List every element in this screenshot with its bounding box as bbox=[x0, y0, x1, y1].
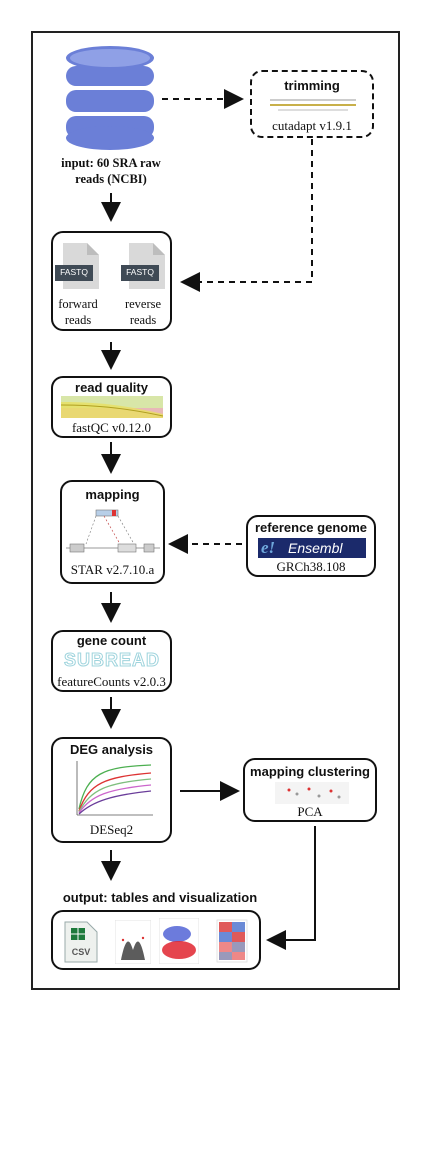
reference-version: GRCh38.108 bbox=[276, 559, 346, 574]
alignment-diagram-icon bbox=[66, 509, 160, 553]
scatter-density-plot-icon bbox=[159, 918, 199, 964]
fastq-badge-forward: FASTQ bbox=[60, 267, 88, 277]
fastq-file-icon-forward bbox=[55, 243, 99, 289]
mapping-box: mapping STAR v2.7.10.a bbox=[60, 480, 165, 584]
pca-scatter-icon bbox=[275, 782, 349, 804]
adapter-trace-icon bbox=[270, 99, 356, 111]
reference-genome-box: reference genome e! Ensembl GRCh38.108 bbox=[246, 515, 376, 577]
gene-count-title: gene count bbox=[76, 633, 147, 648]
input-label-line2: reads (NCBI) bbox=[75, 172, 147, 186]
heatmap-icon bbox=[216, 919, 248, 963]
output-title: output: tables and visualization bbox=[62, 890, 258, 905]
input-label-line1: input: 60 SRA raw bbox=[61, 156, 161, 170]
gene-count-tool: featureCounts v2.0.3 bbox=[57, 674, 166, 689]
forward-reads-label: forward reads bbox=[53, 296, 103, 328]
deg-analysis-title: DEG analysis bbox=[69, 742, 154, 757]
reverse-line2: reads bbox=[129, 313, 157, 327]
read-quality-title: read quality bbox=[75, 380, 148, 395]
reverse-reads-label: reverse reads bbox=[117, 296, 169, 328]
subread-logo: SUBREAD bbox=[63, 650, 160, 671]
input-label: input: 60 SRA raw reads (NCBI) bbox=[40, 155, 182, 187]
deg-curve-plot-icon bbox=[76, 761, 153, 816]
csv-file-icon bbox=[64, 921, 98, 963]
ensembl-e-icon: e! bbox=[261, 538, 276, 557]
forward-line2: reads bbox=[64, 313, 92, 327]
mapping-tool: STAR v2.7.10.a bbox=[70, 562, 155, 577]
pipeline-frame bbox=[31, 31, 400, 990]
deg-analysis-box: DEG analysis DESeq2 bbox=[51, 737, 172, 843]
mapping-clustering-box: mapping clustering PCA bbox=[243, 758, 377, 822]
trimming-tool: cutadapt v1.9.1 bbox=[272, 118, 352, 133]
reverse-line1: reverse bbox=[124, 297, 162, 311]
clustering-tool: PCA bbox=[297, 804, 323, 819]
mapping-title: mapping bbox=[85, 487, 140, 502]
database-icon bbox=[66, 46, 154, 150]
mapping-clustering-title: mapping clustering bbox=[250, 764, 370, 779]
volcano-plot-icon bbox=[115, 920, 151, 964]
fastq-badge-reverse: FASTQ bbox=[126, 267, 154, 277]
read-quality-tool: fastQC v0.12.0 bbox=[71, 420, 152, 435]
fastq-box: FASTQ FASTQ forward reads reverse reads bbox=[51, 231, 172, 331]
trimming-box: trimming cutadapt v1.9.1 bbox=[250, 70, 374, 138]
deg-tool: DESeq2 bbox=[89, 822, 134, 837]
arrow-trimming-to-fastq bbox=[180, 139, 313, 292]
reference-genome-title: reference genome bbox=[255, 520, 367, 535]
csv-label: CSV bbox=[71, 947, 91, 957]
arrow-clustering-to-output bbox=[266, 826, 316, 950]
ensembl-logo-text: Ensembl bbox=[288, 540, 343, 556]
output-box: CSV bbox=[51, 910, 261, 970]
trimming-title: trimming bbox=[284, 78, 340, 93]
forward-line1: forward bbox=[58, 297, 98, 311]
ensembl-logo: e! Ensembl bbox=[258, 538, 366, 558]
fastq-file-icon-reverse bbox=[121, 243, 165, 289]
gene-count-box: gene count SUBREAD featureCounts v2.0.3 bbox=[51, 630, 172, 692]
quality-plot-icon bbox=[61, 396, 163, 418]
read-quality-box: read quality fastQC v0.12.0 bbox=[51, 376, 172, 438]
